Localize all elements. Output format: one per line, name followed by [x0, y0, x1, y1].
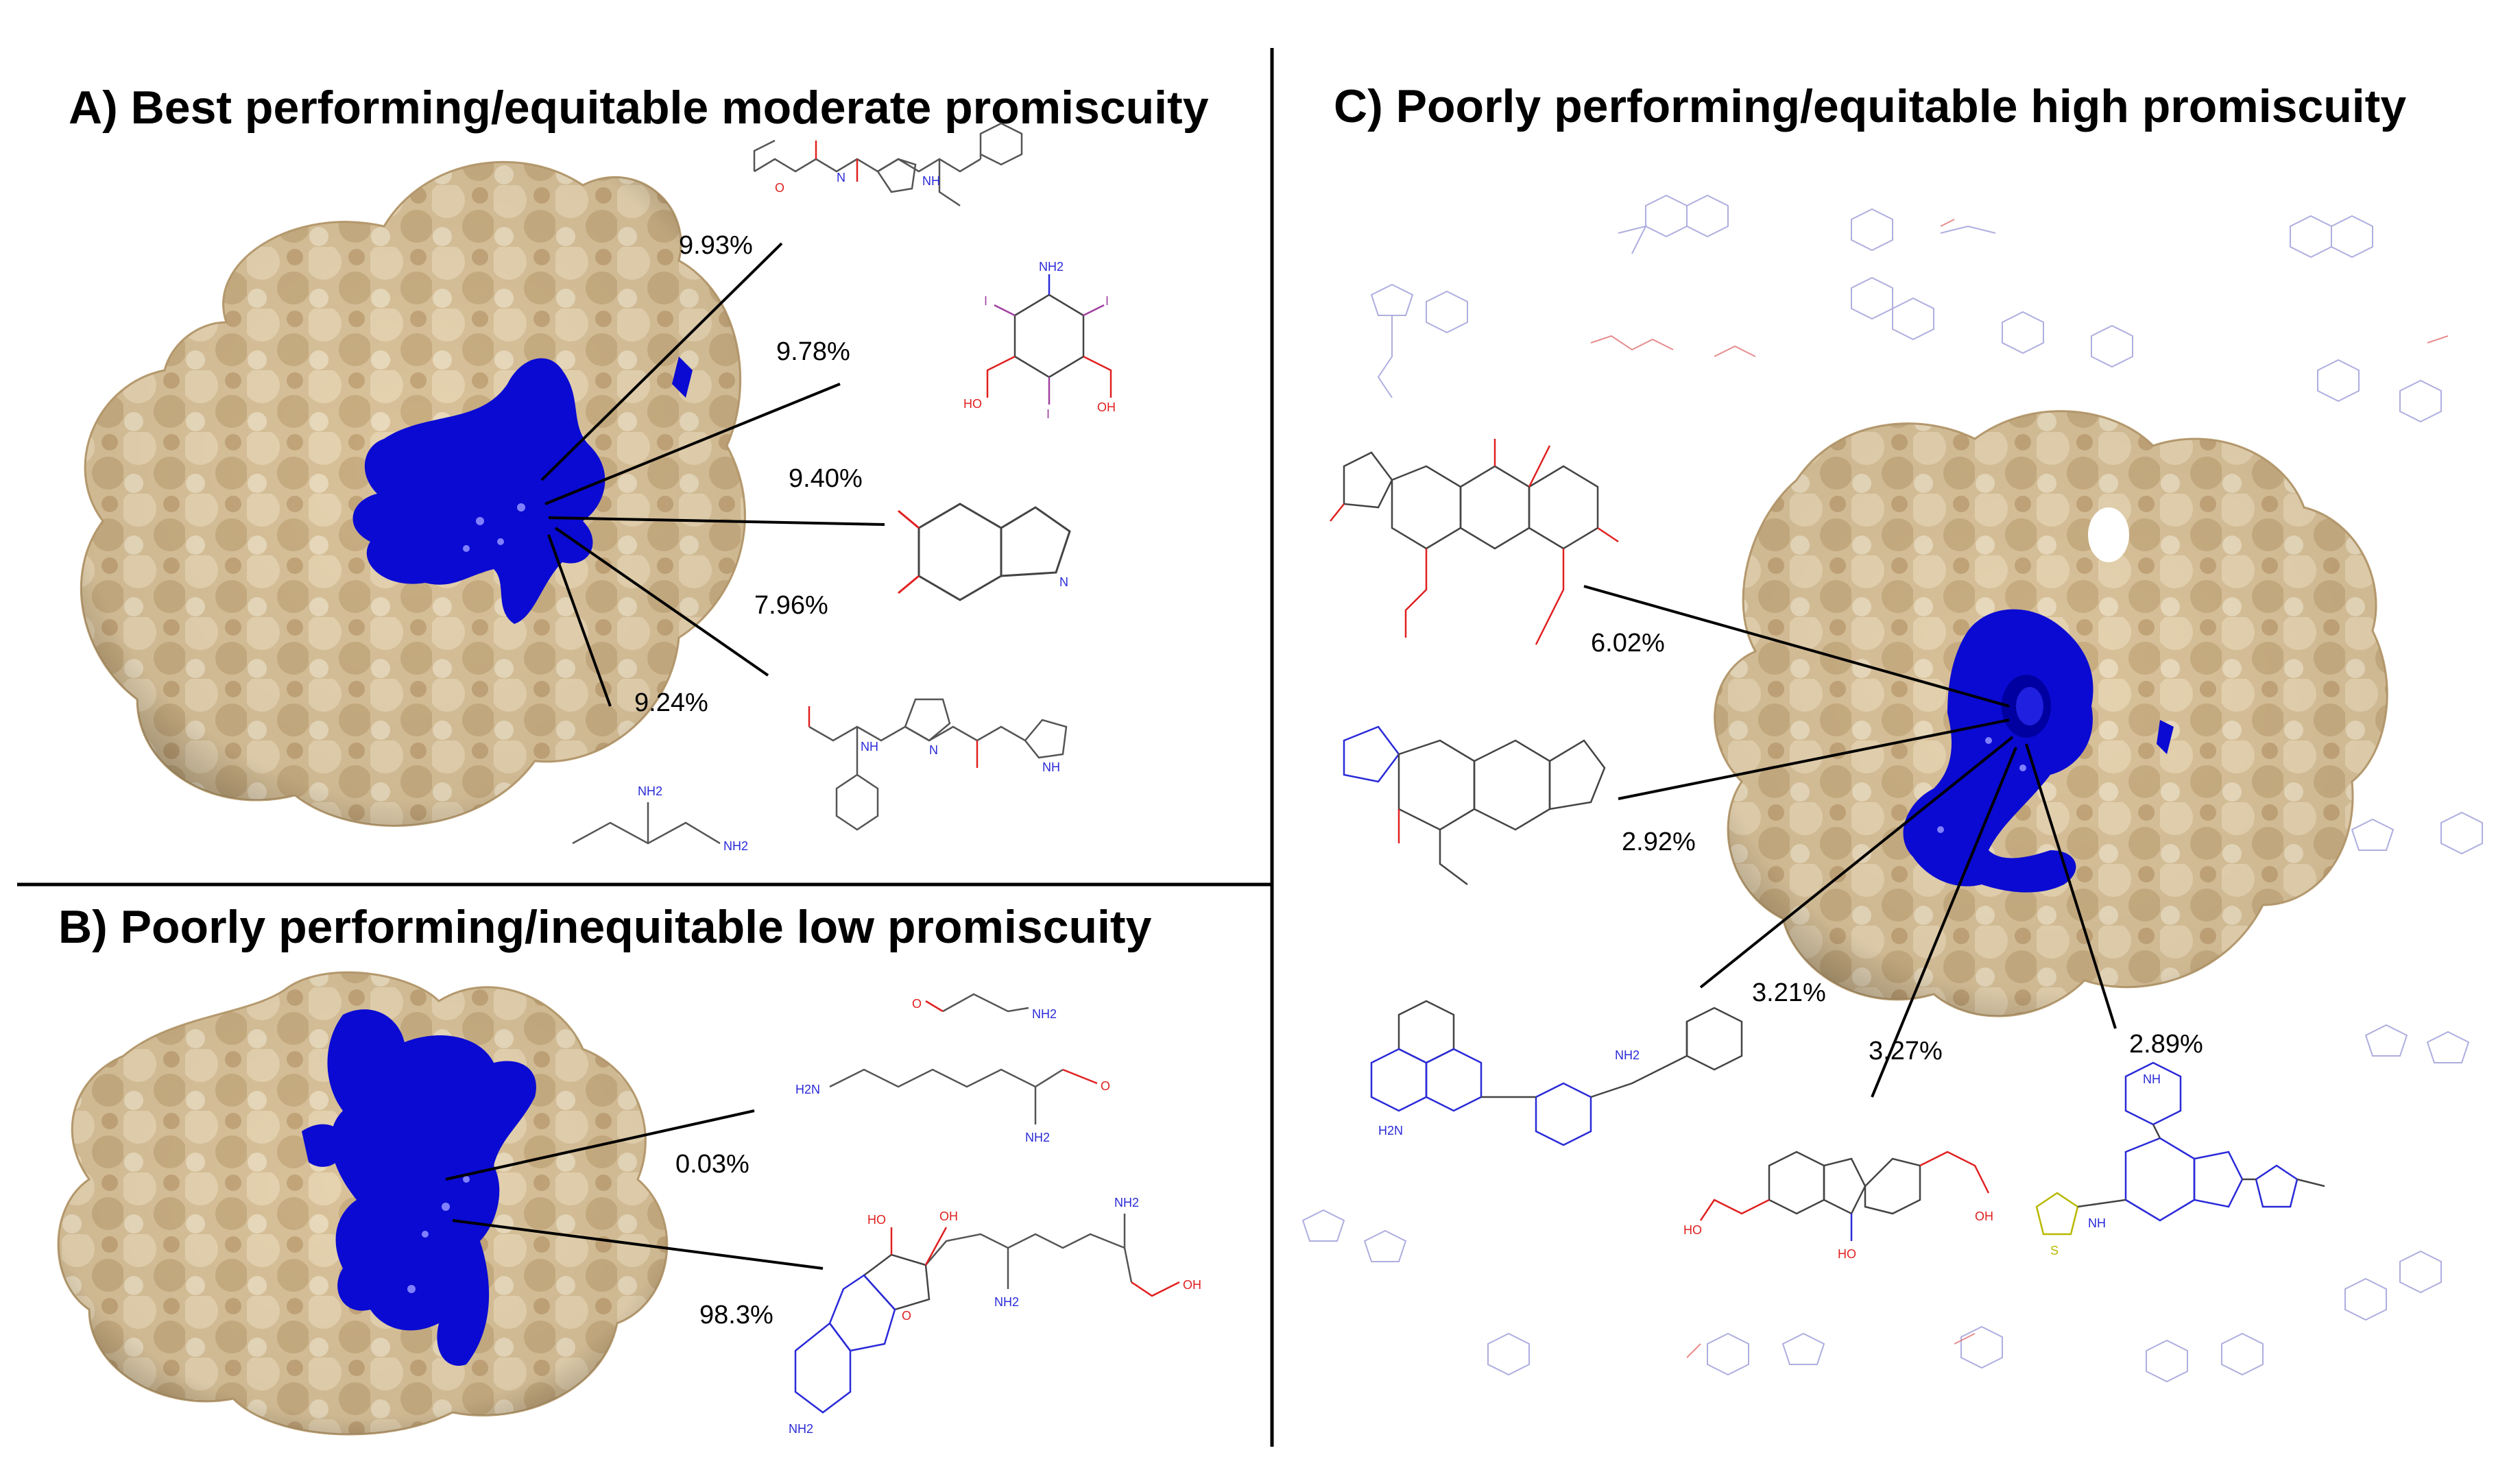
panel-b-molecule-3 [794, 1214, 1180, 1414]
panel-a-binding-site [352, 357, 693, 624]
panel-a-mol2-i3: I [1046, 407, 1050, 421]
panel-b-mol2-nh2a: H2N [795, 1083, 820, 1096]
panel-b-mol2-o: O [1101, 1079, 1110, 1093]
panel-a-mol5-nh: NH [861, 740, 878, 754]
panel-c-label-5: 2.89% [2129, 1030, 2203, 1059]
panel-c-mol4-h2n: H2N [1378, 1124, 1403, 1137]
panel-c-mol3-oh: OH [1975, 1209, 1993, 1223]
panel-c-mol3-nhoh: HO [1838, 1247, 1856, 1261]
panel-c-mol4-nh2: NH2 [1615, 1048, 1640, 1062]
panel-c-molecule-2 [1343, 725, 1606, 885]
panel-a-label-5: 9.24% [634, 688, 708, 717]
panel-c-molecule-5 [2035, 1061, 2325, 1236]
panel-b-mol3-o: O [902, 1309, 911, 1323]
panel-b-mol3-oh: OH [939, 1209, 958, 1223]
panel-a-mol5-nh2: NH [1042, 760, 1060, 774]
panel-b-molecule-2 [829, 1068, 1098, 1124]
panel-c-title: C) Poorly performing/equitable high prom… [1334, 80, 2406, 132]
panel-a-leader-lines [540, 242, 885, 707]
panel-a-molecule-2 [986, 274, 1112, 405]
panel-b-mol3-nh2a: NH2 [994, 1295, 1019, 1309]
panel-b-leader-lines [445, 1109, 824, 1270]
panel-a-molecule-3 [898, 503, 1071, 601]
panel-a-mol2-oh2: OH [1097, 400, 1116, 414]
panel-c-molecule-4 [1370, 1000, 1743, 1146]
panel-c-mol3-ho: HO [1683, 1223, 1702, 1237]
panel-b-label-2: 98.3% [699, 1301, 773, 1329]
panel-a-mol1-o: O [775, 181, 784, 195]
panel-b-label-1: 0.03% [675, 1150, 749, 1179]
panel-c-molecule-3 [1699, 1151, 1990, 1241]
panel-a-mol5-n: N [929, 743, 938, 757]
panel-b-mol1-nh2: NH2 [1032, 1007, 1057, 1021]
panel-c-mol5-nh: NH [2088, 1216, 2106, 1230]
panel-b-binding-site [302, 1009, 536, 1366]
panel-a-molecule-4 [572, 802, 721, 845]
panel-a-mol4-nh2b: NH2 [723, 839, 748, 853]
panel-c-label-2: 2.92% [1622, 828, 1696, 856]
panel-a-label-1: 9.93% [679, 231, 753, 260]
panel-c-label-1: 6.02% [1591, 629, 1665, 658]
panel-a-title: A) Best performing/equitable moderate pr… [69, 82, 1209, 134]
panel-a-mol2-nh2: NH2 [1039, 260, 1064, 274]
panel-a-molecule-1 [753, 122, 1023, 207]
panel-a-mol3-n: N [1059, 575, 1068, 589]
panel-c-label-3: 3.21% [1752, 978, 1826, 1007]
panel-a-mol4-nh2a: NH2 [638, 784, 662, 798]
panel-b-mol1-o: O [912, 997, 922, 1011]
panel-a-mol1-nh: NH [922, 174, 940, 188]
panel-c-binding-site [1903, 609, 2174, 893]
panel-a-label-2: 9.78% [776, 337, 850, 366]
panel-a-molecule-5 [808, 698, 1068, 831]
panel-a-mol2-i1: I [1105, 294, 1109, 308]
panel-b-mol3-nh2c: NH2 [789, 1422, 813, 1436]
panel-a-mol1-n: N [837, 171, 845, 184]
panel-a-label-3: 9.40% [789, 464, 863, 493]
panel-b-mol3-ho1: HO [867, 1213, 886, 1227]
panel-c-label-4: 3.27% [1869, 1037, 1943, 1065]
panel-c-faint-molecules [1301, 194, 2483, 1383]
panel-c-mol5-nh2: NH [2143, 1072, 2161, 1086]
panel-b-molecule-1 [925, 993, 1029, 1013]
panel-b-title: B) Poorly performing/inequitable low pro… [58, 901, 1152, 953]
panel-c-faint-red-structures [1590, 219, 2449, 1358]
panel-a-mol2-i2: I [984, 294, 987, 308]
panel-b-mol3-oh2: OH [1183, 1278, 1201, 1292]
panel-c-molecule-1 [1330, 439, 1619, 645]
panel-c-leader-lines [1583, 585, 2117, 1098]
panel-b-mol3-nh2b: NH2 [1114, 1196, 1139, 1209]
panel-c-mol5-s: S [2050, 1244, 2059, 1257]
panel-a-mol2-oh1: HO [963, 397, 982, 411]
panel-b-mol2-nh2b: NH2 [1025, 1131, 1050, 1144]
panel-a-label-4: 7.96% [754, 591, 828, 620]
